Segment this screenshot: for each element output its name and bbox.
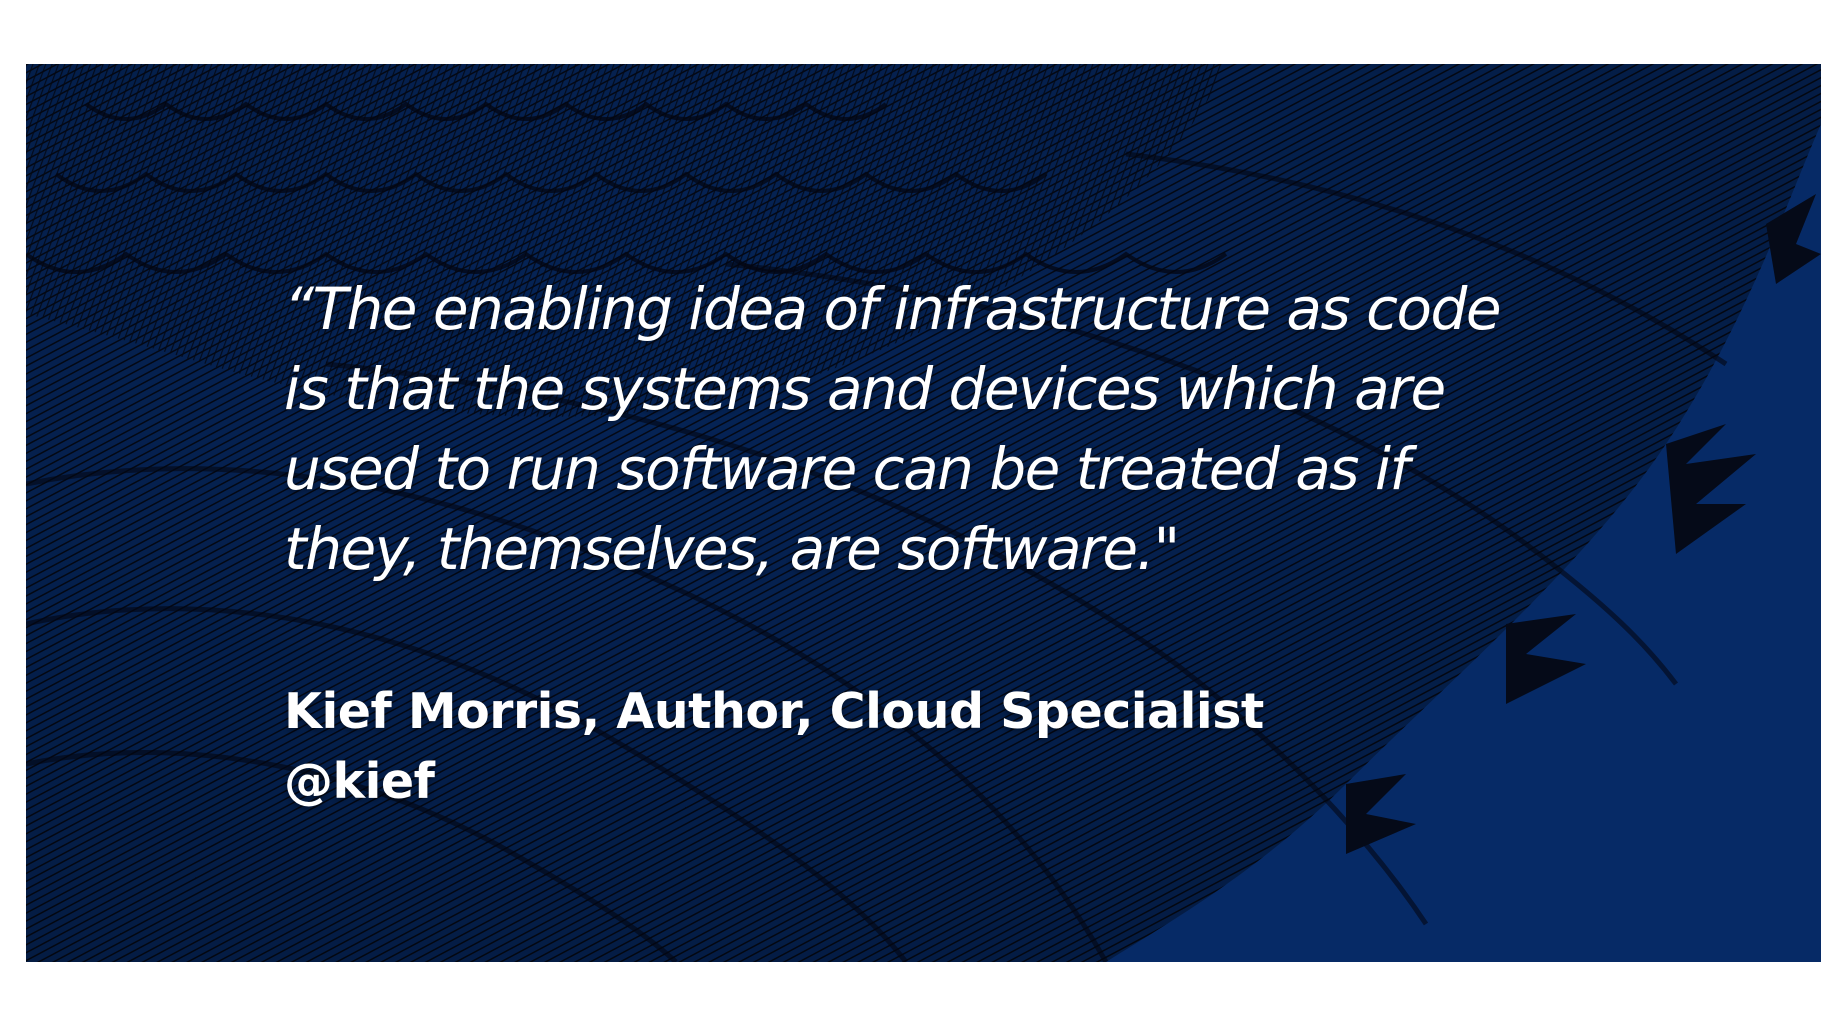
attribution: Kief Morris, Author, Cloud Specialist @k… <box>284 677 1264 817</box>
author-handle: @kief <box>284 753 435 810</box>
quote-text: “The enabling idea of infrastructure as … <box>284 269 1664 589</box>
quote-line: “The enabling idea of infrastructure as … <box>284 275 1502 343</box>
author-name: Kief Morris, Author, Cloud Specialist <box>284 683 1264 740</box>
quote-line: they, themselves, are software." <box>284 515 1180 583</box>
quote-line: used to run software can be treated as i… <box>284 435 1410 503</box>
quote-slide: “The enabling idea of infrastructure as … <box>26 64 1821 962</box>
feather-illustration <box>26 64 1821 962</box>
quote-line: is that the systems and devices which ar… <box>284 355 1446 423</box>
